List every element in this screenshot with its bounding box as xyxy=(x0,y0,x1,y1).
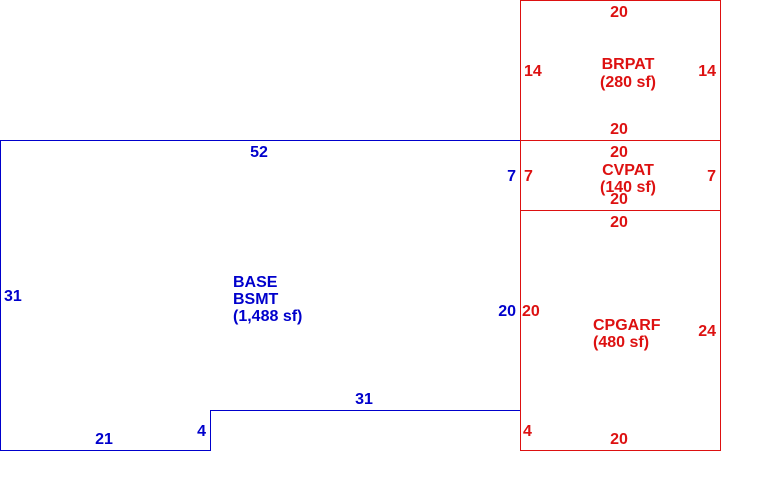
cpgarf-dim-top: 20 xyxy=(610,214,628,231)
base-dim-top: 52 xyxy=(250,144,268,161)
cpgarf-label-line1: CPGARF xyxy=(593,317,661,334)
cvpat-dim-top: 20 xyxy=(610,144,628,161)
cvpat-label-line1: CVPAT xyxy=(602,162,654,179)
base-dim-step: 4 xyxy=(197,423,206,440)
base-dim-left: 31 xyxy=(4,288,22,305)
base-area-label-line3: (1,488 sf) xyxy=(233,308,302,325)
cvpat-dim-right: 7 xyxy=(707,168,716,185)
base-area-label-line2: BSMT xyxy=(233,291,279,308)
base-area-label-line1: BASE xyxy=(233,274,278,291)
base-dim-right-inner: 20 xyxy=(498,303,516,320)
brpat-label-line2: (280 sf) xyxy=(600,74,656,91)
brpat-dim-bottom: 20 xyxy=(610,121,628,138)
cvpat-dim-bottom: 20 xyxy=(610,191,628,208)
base-dim-bottom-right: 31 xyxy=(355,391,373,408)
cpgarf-dim-left: 20 xyxy=(522,303,540,320)
cpgarf-dim-left-lower: 4 xyxy=(523,423,532,440)
cpgarf-dim-bottom: 20 xyxy=(610,431,628,448)
brpat-dim-left: 14 xyxy=(524,63,542,80)
brpat-dim-top: 20 xyxy=(610,4,628,21)
cpgarf-outline xyxy=(520,210,721,451)
base-dim-bottom-left: 21 xyxy=(95,431,113,448)
cpgarf-dim-right: 24 xyxy=(698,323,716,340)
cpgarf-label-line2: (480 sf) xyxy=(593,334,649,351)
brpat-label-line1: BRPAT xyxy=(602,56,655,73)
cvpat-dim-left: 7 xyxy=(524,168,533,185)
base-dim-right-outer: 7 xyxy=(507,168,516,185)
brpat-dim-right: 14 xyxy=(698,63,716,80)
cvpat-label-line2: (140 sf) xyxy=(600,179,656,196)
